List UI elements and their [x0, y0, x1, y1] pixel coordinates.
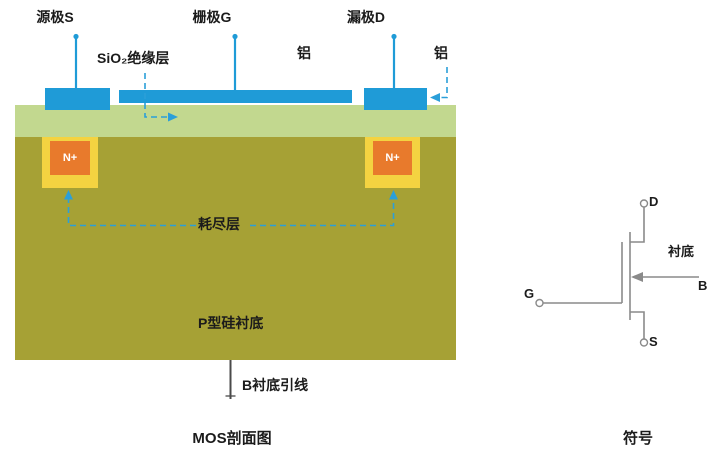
b-substrate-lead-line	[225, 360, 236, 399]
drain-metal-contact	[364, 88, 427, 110]
symbol-gate-terminal	[535, 298, 544, 308]
symbol-source-label: S	[649, 334, 658, 349]
symbol-gate-label: G	[524, 286, 535, 301]
source-metal-contact	[45, 88, 110, 110]
source-lead-dot	[73, 33, 79, 40]
symbol-source-terminal	[639, 338, 649, 347]
symbol-body-arrowhead	[631, 272, 643, 282]
oxide-layer-label: SiO₂绝缘层	[97, 50, 170, 66]
symbol-body-label: B	[698, 278, 708, 293]
symbol-source-wire	[630, 311, 645, 339]
source-terminal-label: 源极S	[36, 9, 74, 25]
symbol-title: 符号	[622, 430, 653, 447]
aluminum-arrowhead	[430, 93, 440, 102]
sio2-oxide-layer	[15, 105, 456, 137]
n-plus-core-left: N+	[50, 141, 90, 175]
aluminum-gate-label: 铝	[297, 45, 311, 61]
symbol-substrate-label: 衬底	[668, 244, 695, 259]
symbol-drain-terminal	[639, 199, 649, 208]
p-substrate-label: P型硅衬底	[198, 315, 264, 331]
drain-terminal-label: 漏极D	[346, 9, 386, 25]
drain-lead-dot	[391, 33, 397, 40]
gate-terminal-label: 栅极G	[192, 9, 232, 25]
gate-metal-bar	[119, 90, 352, 103]
n-plus-label-right: N+	[385, 152, 400, 164]
depletion-layer-label: 耗尽层	[198, 216, 240, 232]
aluminum-arrow-path	[440, 67, 448, 99]
mosfet-symbol	[535, 199, 699, 347]
gate-lead-dot	[232, 33, 238, 40]
aluminum-pointer-arrow	[430, 67, 448, 102]
n-plus-core-right: N+	[373, 141, 412, 175]
b-lead-label: B衬底引线	[242, 377, 309, 393]
n-plus-region-right: N+	[365, 137, 420, 188]
symbol-drain-wire	[630, 207, 645, 243]
aluminum-drain-label: 铝	[434, 45, 448, 61]
n-plus-region-left: N+	[42, 137, 98, 188]
cross-section-title: MOS剖面图	[192, 430, 272, 447]
symbol-drain-label: D	[649, 194, 659, 209]
n-plus-label-left: N+	[62, 152, 78, 164]
